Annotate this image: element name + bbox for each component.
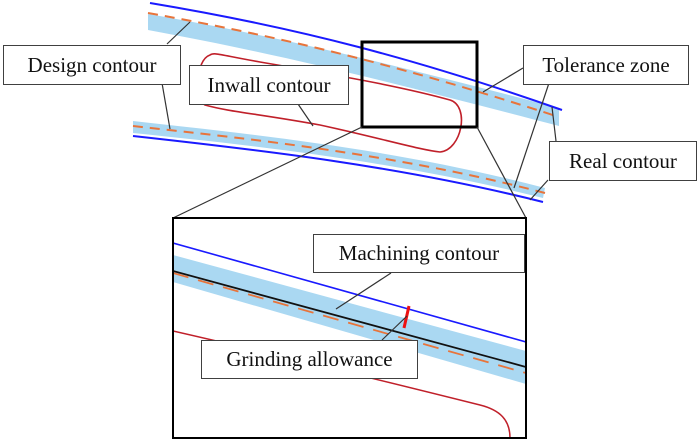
- inset-design-contour: [173, 272, 526, 374]
- inset-machining-contour: [173, 270, 526, 368]
- zoom-region-frame: [360, 40, 479, 129]
- leader-grinding: [381, 315, 408, 341]
- label-design-contour-text: Design contour: [27, 52, 157, 77]
- leader-tolerance-lower: [513, 82, 550, 189]
- label-design-contour: Design contour: [3, 45, 181, 85]
- label-inwall-contour-text: Inwall contour: [207, 72, 331, 97]
- zoom-connector-right: [476, 126, 527, 219]
- inset-frame: [172, 217, 527, 439]
- upper-tolerance-band: [148, 14, 559, 126]
- leader-inwall: [297, 103, 314, 127]
- zoom-connector-left: [172, 126, 363, 219]
- leader-real-lower: [529, 179, 549, 201]
- leader-real-upper: [551, 106, 557, 142]
- inset-real-contour: [173, 242, 526, 343]
- leader-tolerance-upper: [482, 67, 524, 93]
- inset-content: [173, 242, 526, 438]
- lower-tolerance-band: [133, 121, 545, 198]
- label-tolerance-zone-text: Tolerance zone: [542, 52, 670, 77]
- upper-design-contour: [147, 12, 560, 118]
- lower-real-contour: [132, 135, 544, 203]
- label-grinding-allowance-text: Grinding allowance: [226, 347, 393, 371]
- upper-real-contour: [149, 2, 563, 111]
- leader-design-upper: [166, 21, 191, 45]
- label-machining-contour: Machining contour: [313, 234, 525, 273]
- label-grinding-allowance: Grinding allowance: [201, 340, 418, 379]
- lower-design-contour: [132, 125, 546, 194]
- label-machining-contour-text: Machining contour: [338, 241, 500, 265]
- label-real-contour-text: Real contour: [569, 148, 677, 173]
- leader-design-lower: [161, 82, 171, 130]
- label-tolerance-zone: Tolerance zone: [523, 45, 689, 85]
- label-real-contour: Real contour: [549, 141, 697, 181]
- leader-machining: [335, 272, 392, 310]
- label-inwall-contour: Inwall contour: [189, 65, 349, 105]
